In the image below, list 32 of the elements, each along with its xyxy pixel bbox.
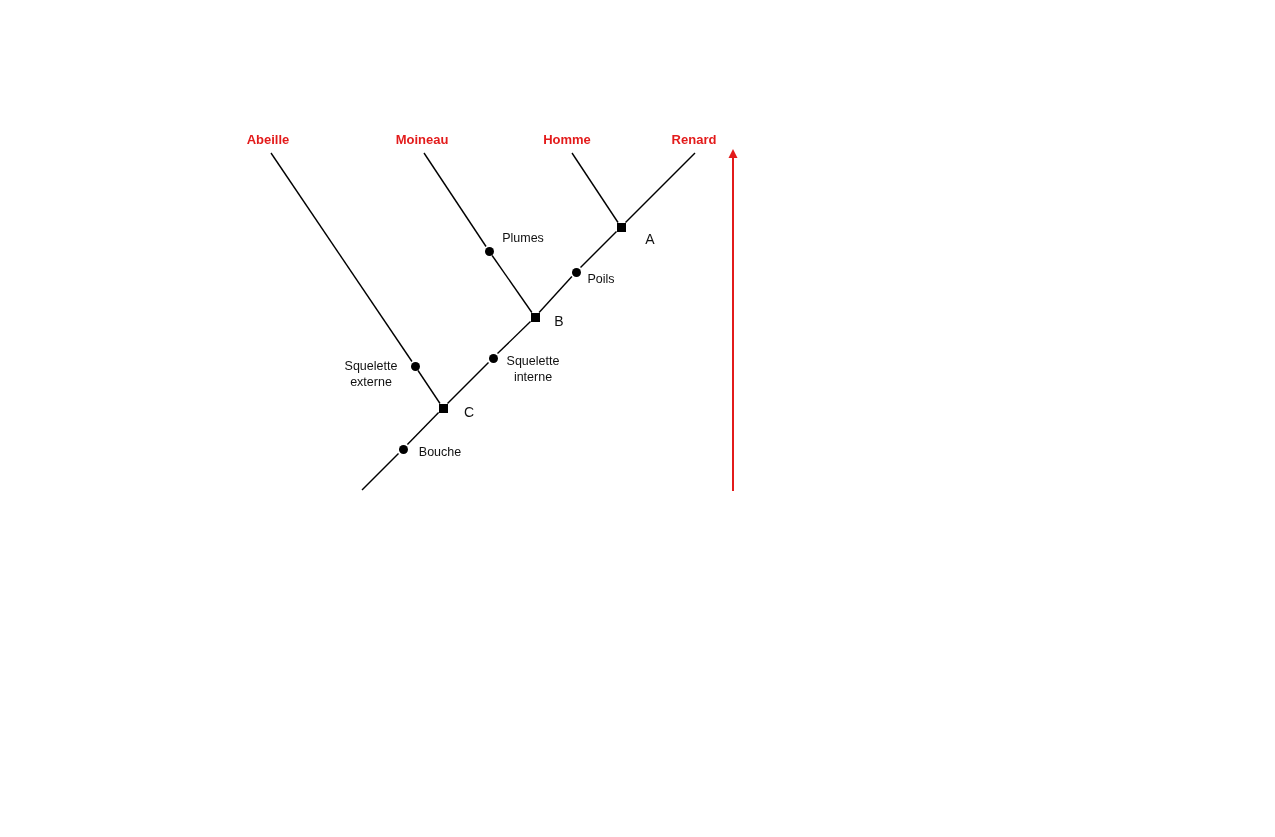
trait-dot xyxy=(571,267,581,277)
branch-line xyxy=(571,152,619,224)
trait-label: Squelette externe xyxy=(343,358,399,390)
taxon-label: Homme xyxy=(537,132,597,148)
node-letter: A xyxy=(644,231,656,247)
node-letter: B xyxy=(553,313,565,329)
trait-label: Bouche xyxy=(417,444,463,460)
node-letter: C xyxy=(462,404,476,420)
trait-dot xyxy=(410,361,420,371)
branch-line xyxy=(538,275,573,314)
branch-line xyxy=(423,152,487,248)
node-square xyxy=(530,312,540,322)
taxon-label: Renard xyxy=(664,132,724,148)
branch-line xyxy=(491,254,533,314)
node-square xyxy=(616,222,626,232)
branch-line xyxy=(496,320,532,355)
branch-line xyxy=(270,152,413,363)
branch-line xyxy=(579,230,618,269)
taxon-label: Moineau xyxy=(387,132,457,148)
branch-line xyxy=(417,369,441,405)
trait-dot xyxy=(488,353,498,363)
taxon-label: Abeille xyxy=(233,132,303,148)
branch-line xyxy=(406,411,440,446)
trait-label: Plumes xyxy=(501,230,545,246)
branch-line xyxy=(624,152,696,224)
trait-label: Squelette interne xyxy=(505,353,561,385)
trait-dot xyxy=(484,246,494,256)
node-square xyxy=(438,403,448,413)
branch-line xyxy=(361,452,400,491)
trait-label: Poils xyxy=(586,271,616,287)
branch-line xyxy=(446,361,490,405)
trait-dot xyxy=(398,444,408,454)
